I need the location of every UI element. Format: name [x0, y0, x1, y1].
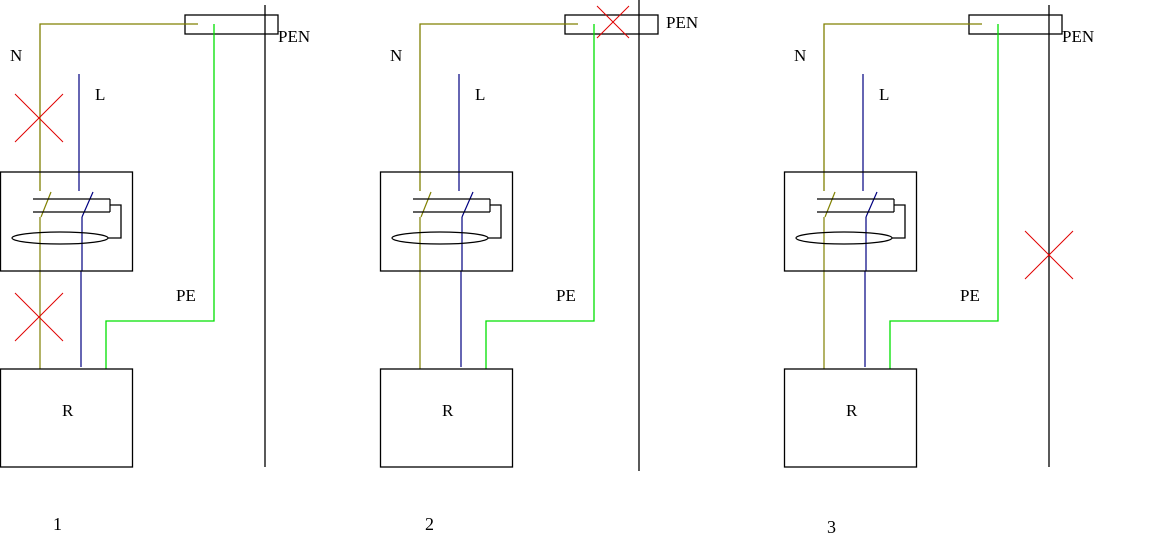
neutral-conductor-supply: [823, 23, 982, 191]
fault-cross-stroke: [596, 5, 630, 39]
load-box: [783, 368, 918, 468]
neutral-switch-contact: [824, 191, 836, 218]
fault-cross-stroke: [1024, 230, 1074, 280]
wiring: [783, 5, 1074, 468]
load-label: R: [442, 401, 454, 420]
load-label: R: [846, 401, 858, 420]
fault-cross-stroke: [14, 292, 64, 342]
neutral-switch-contact: [40, 191, 52, 218]
line-switch-contact: [81, 191, 94, 218]
rcd-housing: [783, 171, 918, 272]
rcd-housing: [0, 171, 134, 272]
neutral-conductor-supply: [39, 23, 198, 191]
fault-cross-icon: [1024, 230, 1074, 280]
line-switch-contact: [461, 191, 474, 218]
neutral-switch-contact: [420, 191, 432, 218]
neutral-label: N: [794, 46, 806, 65]
fault-cross-icon: [596, 5, 630, 39]
line-label: L: [95, 85, 105, 104]
pe-label: PE: [960, 286, 980, 305]
rcd-trip-link: [892, 204, 906, 239]
pe-conductor: [889, 24, 999, 369]
pe-label: PE: [176, 286, 196, 305]
fault-cross-stroke: [14, 93, 64, 143]
pen-label: PEN: [1062, 27, 1094, 46]
circuit-diagram-2: N L PEN PE R 2: [379, 0, 698, 534]
load-box: [379, 368, 514, 468]
rcd-trip-link: [108, 204, 122, 239]
neutral-conductor-supply: [419, 23, 578, 191]
load-box: [0, 368, 134, 468]
fault-cross-icon: [14, 292, 64, 342]
neutral-label: N: [10, 46, 22, 65]
diagram-number: 1: [53, 514, 62, 534]
line-label: L: [879, 85, 889, 104]
rcd-current-transformer: [391, 231, 489, 245]
rcd-trip-link: [488, 204, 502, 239]
rcd-current-transformer: [795, 231, 893, 245]
circuit-diagram-3: N L PEN PE R 3: [783, 5, 1094, 537]
wiring: [0, 5, 279, 468]
rcd-current-transformer: [11, 231, 109, 245]
diagram-number: 2: [425, 514, 434, 534]
diagram-number: 3: [827, 517, 836, 537]
pe-conductor: [105, 24, 215, 369]
load-label: R: [62, 401, 74, 420]
line-label: L: [475, 85, 485, 104]
pen-label: PEN: [278, 27, 310, 46]
neutral-label: N: [390, 46, 402, 65]
rcd-housing: [379, 171, 514, 272]
circuit-diagram-1: N L PEN PE R 1: [0, 5, 310, 534]
pe-conductor: [485, 24, 595, 369]
line-switch-contact: [865, 191, 878, 218]
pen-label: PEN: [666, 13, 698, 32]
fault-cross-icon: [14, 93, 64, 143]
pe-label: PE: [556, 286, 576, 305]
wiring: [379, 0, 659, 471]
